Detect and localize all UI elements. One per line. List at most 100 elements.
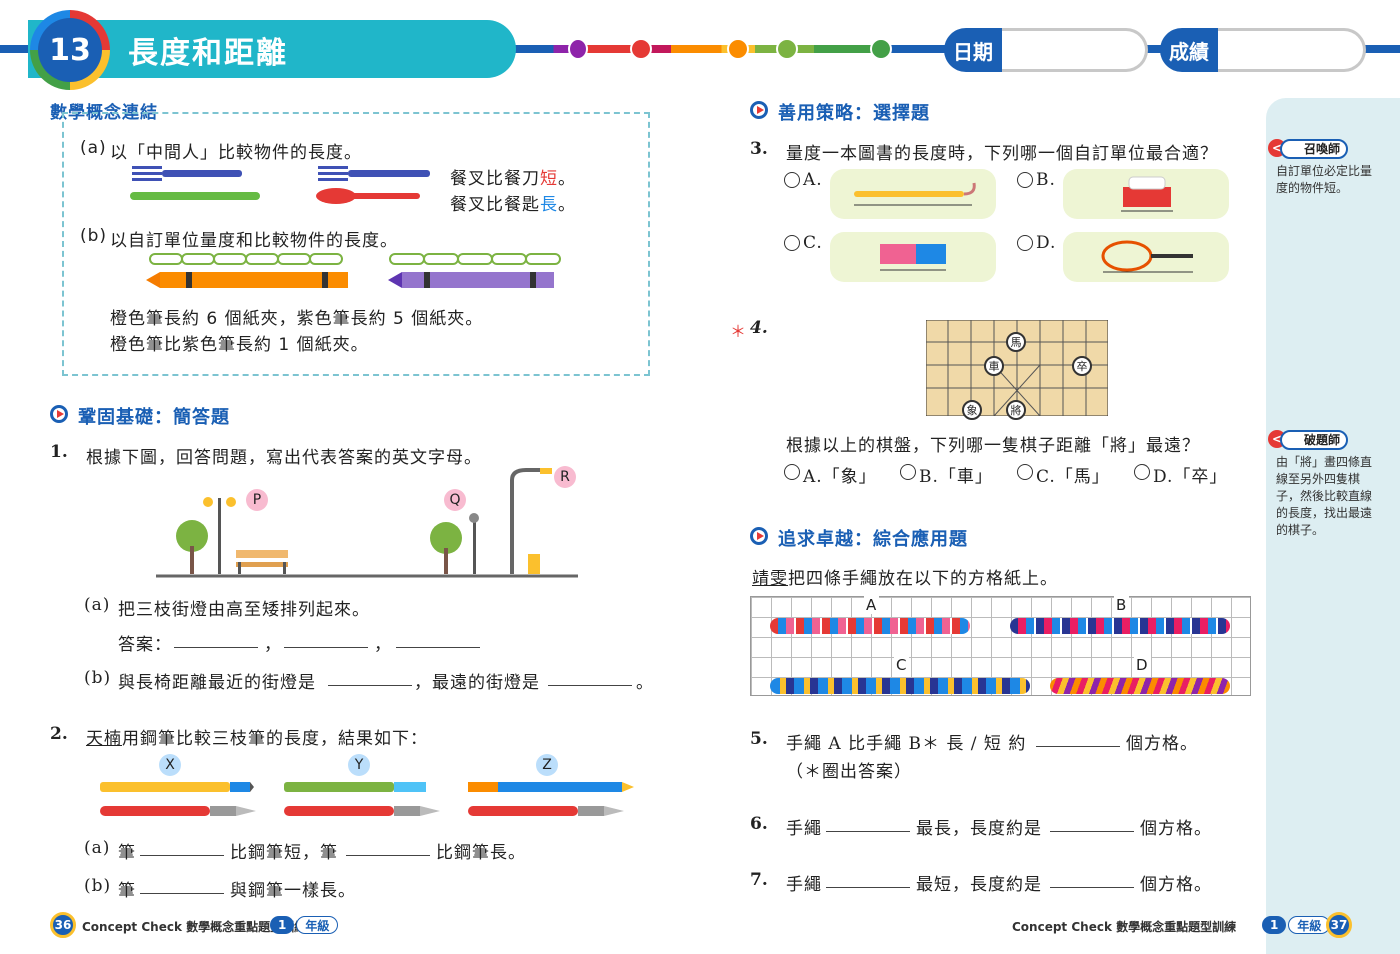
score-field[interactable] bbox=[1218, 28, 1366, 72]
q6-length-blank[interactable] bbox=[1050, 814, 1134, 832]
concept-a-result1: 餐叉比餐刀短。 bbox=[450, 169, 576, 189]
q1a-answer-blank-2[interactable] bbox=[284, 630, 368, 648]
label-x: X bbox=[159, 754, 181, 776]
piece-xiang: 象 bbox=[962, 400, 982, 420]
purple-crayon bbox=[388, 272, 554, 288]
bracelet-d bbox=[1050, 678, 1230, 694]
q2a-shorter-blank[interactable] bbox=[140, 838, 224, 856]
breaker-badge: 破題師 bbox=[1280, 430, 1349, 450]
concept-b-label: (b) bbox=[80, 226, 108, 246]
footer-book-title-right: Concept Check 數學概念重點題型訓練 bbox=[1012, 920, 1237, 934]
strategy-heading: 善用策略：選擇題 bbox=[778, 103, 930, 124]
q3-option-a-radio[interactable] bbox=[784, 172, 800, 188]
fountain-pen bbox=[100, 806, 256, 816]
paperclip-chain-purple bbox=[389, 253, 561, 265]
fast-forward-icon bbox=[750, 527, 768, 545]
q3-option-d-radio[interactable] bbox=[1017, 235, 1033, 251]
q1b-nearest-blank[interactable] bbox=[328, 668, 412, 686]
q2b-label: (b) bbox=[84, 876, 112, 896]
pen-z bbox=[468, 782, 634, 792]
date-field[interactable] bbox=[1002, 28, 1148, 72]
q7-number: 7. bbox=[750, 870, 768, 890]
q1a-answer-blank-1[interactable] bbox=[174, 630, 258, 648]
q3-text: 量度一本圖書的長度時，下列哪一個自訂單位最合適？ bbox=[786, 144, 1218, 164]
q4-option-d: D.「卒」 bbox=[1153, 467, 1228, 487]
q3-option-a-card[interactable] bbox=[830, 169, 996, 219]
fork-knife-illustration bbox=[130, 166, 260, 200]
page-number-left: 36 bbox=[50, 912, 76, 938]
orange-crayon bbox=[146, 272, 348, 288]
q3-option-b-label: B. bbox=[1036, 170, 1056, 190]
q4-option-c-radio[interactable] bbox=[1017, 464, 1033, 480]
q4-option-a-radio[interactable] bbox=[784, 464, 800, 480]
q6-t2: 最長，長度約是 bbox=[916, 819, 1042, 839]
streetlamp-q-icon bbox=[469, 513, 479, 574]
q3-option-b-card[interactable] bbox=[1063, 169, 1229, 219]
basic-heading: 鞏固基礎：簡答題 bbox=[78, 407, 230, 428]
concept-b-line2: 橙色筆比紫色筆長約 1 個紙夾。 bbox=[110, 335, 369, 355]
fork-icon bbox=[132, 166, 242, 181]
q4-option-d-radio[interactable] bbox=[1134, 464, 1150, 480]
q1a-label: (a) bbox=[84, 595, 111, 615]
q4-option-b: B.「車」 bbox=[919, 467, 993, 487]
q2b-equal-blank[interactable] bbox=[140, 876, 224, 894]
q4-number: 4. bbox=[750, 318, 768, 338]
piece-che: 車 bbox=[984, 356, 1004, 376]
q1b-text2: ，最遠的街燈是 bbox=[414, 673, 540, 693]
concept-b-line1: 橙色筆長約 6 個紙夾，紫色筆長約 5 個紙夾。 bbox=[110, 309, 484, 329]
pens-illustration bbox=[100, 782, 634, 816]
q3-option-a-label: A. bbox=[803, 170, 823, 190]
q7-t3: 個方格。 bbox=[1140, 875, 1212, 895]
streetlamp-p-icon bbox=[203, 497, 236, 574]
q1b-farthest-blank[interactable] bbox=[548, 668, 632, 686]
piece-zu: 卒 bbox=[1072, 356, 1092, 376]
chapter-number: 13 bbox=[38, 18, 102, 82]
grid-intro: 靖雯把四條手繩放在以下的方格紙上。 bbox=[752, 569, 1058, 589]
q1a-answer-label: 答案： bbox=[118, 635, 172, 655]
q7-bracelet-blank[interactable] bbox=[826, 870, 910, 888]
pen-y bbox=[284, 782, 426, 792]
q7-t2: 最短，長度約是 bbox=[916, 875, 1042, 895]
q4-star: ＊ bbox=[730, 322, 748, 341]
q7-t1: 手繩 bbox=[786, 875, 822, 895]
q3-option-c-card[interactable] bbox=[830, 232, 996, 282]
piece-ma: 馬 bbox=[1006, 332, 1026, 352]
q3-number: 3. bbox=[750, 139, 768, 159]
q3-option-b-radio[interactable] bbox=[1017, 172, 1033, 188]
pen-x bbox=[100, 782, 254, 792]
q2b-t2: 與鋼筆一樣長。 bbox=[230, 881, 356, 901]
piece-jiang: 將 bbox=[1006, 400, 1026, 420]
q6-t3: 個方格。 bbox=[1140, 819, 1212, 839]
fork-icon bbox=[318, 166, 430, 181]
concept-a-result2: 餐叉比餐匙長。 bbox=[450, 195, 576, 215]
concept-b-text: 以自訂單位量度和比較物件的長度。 bbox=[110, 231, 398, 251]
q2a-label: (a) bbox=[84, 838, 111, 858]
tissue-box-icon bbox=[1121, 176, 1173, 212]
bracelet-a bbox=[770, 618, 970, 634]
q4-option-b-radio[interactable] bbox=[900, 464, 916, 480]
label-p: P bbox=[246, 489, 268, 511]
q3-option-d-card[interactable] bbox=[1063, 232, 1229, 282]
label-r: R bbox=[554, 466, 576, 488]
q2-text: 天楠用鋼筆比較三枝筆的長度，結果如下： bbox=[86, 729, 428, 749]
q1a-comma: ， bbox=[374, 635, 392, 655]
q7-length-blank[interactable] bbox=[1050, 870, 1134, 888]
clock-icon bbox=[776, 38, 798, 60]
q1a-answer-blank-3[interactable] bbox=[396, 630, 480, 648]
tennis-racket-icon bbox=[1101, 240, 1193, 273]
q5-t2: 個方格。 bbox=[1126, 734, 1198, 754]
q3-option-d-label: D. bbox=[1036, 233, 1057, 253]
q2a-longer-blank[interactable] bbox=[346, 838, 430, 856]
q6-bracelet-blank[interactable] bbox=[826, 814, 910, 832]
page-number-right: 37 bbox=[1326, 912, 1352, 938]
q1a-comma: ， bbox=[264, 635, 282, 655]
q1b-label: (b) bbox=[84, 668, 112, 688]
q3-option-c-radio[interactable] bbox=[784, 235, 800, 251]
label-y: Y bbox=[348, 754, 370, 776]
advanced-heading: 追求卓越：綜合應用題 bbox=[778, 529, 968, 550]
q5-answer-blank[interactable] bbox=[1036, 729, 1120, 747]
q2-number: 2. bbox=[50, 724, 68, 744]
play-icon bbox=[50, 405, 68, 423]
q5-number: 5. bbox=[750, 729, 768, 749]
